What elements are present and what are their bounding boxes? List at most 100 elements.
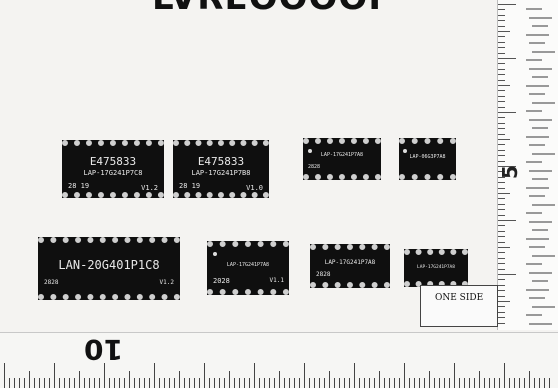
ruler-tick bbox=[498, 36, 505, 38]
ruler-tick bbox=[498, 236, 505, 238]
ruler-tick bbox=[224, 378, 225, 388]
ruler-tick bbox=[309, 378, 310, 388]
ruler-tick bbox=[199, 378, 200, 388]
ruler-tick bbox=[429, 371, 430, 388]
ruler-note-mark bbox=[529, 169, 552, 172]
ruler-tick bbox=[498, 230, 505, 232]
ruler-note-mark bbox=[526, 33, 549, 36]
ruler-tick bbox=[498, 263, 505, 265]
ruler-tick bbox=[314, 378, 315, 388]
chip-6-corner-right: V1.1 bbox=[269, 277, 284, 284]
ruler-tick bbox=[498, 133, 505, 135]
ruler-tick bbox=[444, 378, 445, 388]
one-side-label: ONE SIDE bbox=[435, 293, 484, 303]
ruler-tick bbox=[498, 279, 505, 281]
ruler-tick bbox=[384, 378, 385, 388]
ruler-tick bbox=[498, 171, 505, 173]
ruler-tick bbox=[498, 295, 505, 297]
ruler-tick bbox=[498, 95, 505, 97]
ruler-tick bbox=[498, 247, 510, 248]
ruler-tick bbox=[349, 378, 350, 388]
ruler-tick bbox=[469, 378, 470, 388]
ruler-tick bbox=[99, 378, 100, 388]
ruler-tick bbox=[174, 378, 175, 388]
ruler-tick bbox=[19, 378, 20, 388]
ruler-note-mark bbox=[532, 178, 548, 180]
ruler-tick bbox=[439, 378, 440, 388]
ruler-tick bbox=[549, 378, 550, 388]
ruler-tick bbox=[474, 378, 475, 388]
ruler-note-mark bbox=[529, 93, 545, 95]
chip-2-line1: E475833 bbox=[197, 155, 245, 168]
ruler-tick bbox=[414, 378, 415, 388]
ruler-tick bbox=[84, 378, 85, 388]
ruler-tick bbox=[109, 378, 110, 388]
ruler-note-mark bbox=[532, 101, 555, 104]
ruler-tick bbox=[159, 378, 160, 388]
ruler-tick bbox=[139, 378, 140, 388]
ic-chip-2: E475833 LAP-17G241P7B8 28 19 V1.0 bbox=[173, 140, 269, 198]
ruler-tick bbox=[304, 363, 305, 388]
ruler-tick bbox=[498, 187, 505, 189]
ruler-tick bbox=[184, 378, 185, 388]
chip-2-line2: LAP-17G241P7B8 bbox=[191, 169, 251, 177]
ruler-tick bbox=[404, 363, 405, 388]
ruler-tick bbox=[498, 139, 510, 140]
ic-chip-3: LAP-17G241P7A8 2828 bbox=[303, 138, 381, 180]
ruler-tick bbox=[379, 371, 380, 388]
ruler-tick bbox=[149, 378, 150, 388]
ruler-tick bbox=[464, 378, 465, 388]
ruler-tick bbox=[498, 20, 505, 22]
ruler-tick bbox=[399, 378, 400, 388]
ruler-note-mark bbox=[532, 305, 555, 308]
chip-4-line1: LAP-06G3P7A8 bbox=[409, 154, 446, 160]
ruler-tick bbox=[509, 378, 510, 388]
chip-1-line2: LAP-17G241P7C8 bbox=[83, 169, 143, 177]
ruler-tick bbox=[279, 371, 280, 388]
ruler-note-mark bbox=[526, 288, 549, 291]
ruler-note-mark bbox=[526, 110, 542, 112]
ruler-note-mark bbox=[532, 254, 555, 257]
ruler-tick bbox=[498, 193, 510, 194]
ruler-tick bbox=[394, 378, 395, 388]
ruler-note-mark bbox=[529, 271, 552, 274]
ruler-note-mark bbox=[526, 314, 542, 316]
ruler-tick bbox=[69, 378, 70, 388]
chip-8-line1: LAP-17G241P7A8 bbox=[417, 265, 455, 270]
ruler-note-mark bbox=[529, 297, 545, 299]
ruler-tick bbox=[498, 322, 505, 324]
ruler-tick bbox=[289, 378, 290, 388]
ruler-tick bbox=[498, 117, 505, 119]
ruler-tick bbox=[498, 311, 505, 313]
ruler-tick bbox=[34, 378, 35, 388]
ruler-tick bbox=[264, 378, 265, 388]
ruler-tick bbox=[498, 290, 505, 292]
ruler-tick bbox=[334, 378, 335, 388]
ruler-tick bbox=[14, 378, 15, 388]
ruler-tick bbox=[479, 371, 480, 388]
ruler-tick bbox=[144, 378, 145, 388]
ruler-tick bbox=[459, 378, 460, 388]
ruler-tick bbox=[269, 378, 270, 388]
ruler-note-mark bbox=[529, 322, 552, 325]
ruler-tick bbox=[409, 378, 410, 388]
ruler-tick bbox=[239, 378, 240, 388]
ruler-tick bbox=[498, 112, 516, 113]
ruler-tick bbox=[498, 274, 516, 275]
ruler-tick bbox=[498, 31, 510, 32]
ruler-tick bbox=[519, 378, 520, 388]
ruler-tick bbox=[498, 128, 505, 130]
ruler-tick bbox=[498, 257, 505, 259]
ruler-tick bbox=[498, 182, 505, 184]
ruler-tick bbox=[284, 378, 285, 388]
ruler-tick bbox=[498, 166, 516, 167]
ruler-tick bbox=[484, 378, 485, 388]
ruler-tick bbox=[49, 378, 50, 388]
chip-7-corner-left: 2828 bbox=[316, 271, 331, 278]
ruler-tick bbox=[498, 241, 505, 243]
ruler-tick bbox=[498, 155, 505, 157]
chip-6-pin1-dot bbox=[213, 252, 217, 256]
ruler-tick bbox=[494, 378, 495, 388]
ruler-note-mark bbox=[529, 118, 552, 121]
ruler-tick bbox=[39, 378, 40, 388]
